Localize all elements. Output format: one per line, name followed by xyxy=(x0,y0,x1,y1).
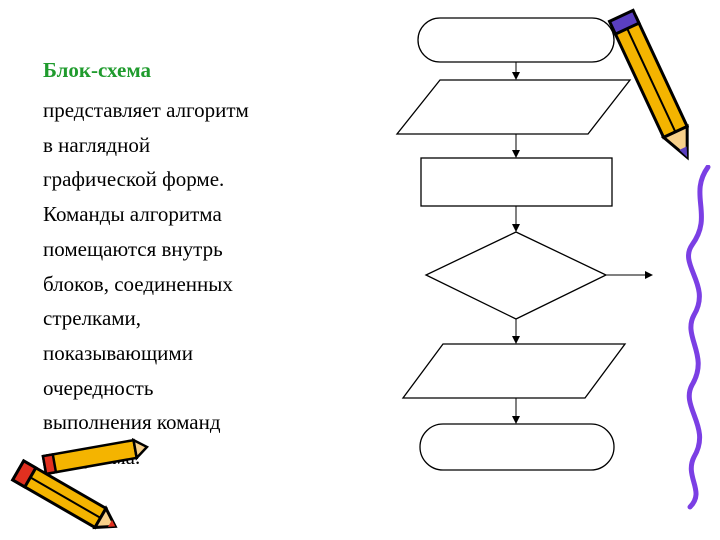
body-line: показывающими xyxy=(43,340,193,365)
body-line: представляет алгоритм xyxy=(43,98,249,122)
body-line: в наглядной xyxy=(43,132,151,157)
end-terminator-block xyxy=(419,423,615,471)
body-line: блоков, соединенных xyxy=(43,271,233,296)
body-line: Команды алгоритма xyxy=(43,202,222,227)
body-line: графической форме. xyxy=(43,167,225,192)
slide-body-text: представляет алгоритм в наглядной графич… xyxy=(43,93,343,475)
body-line: помещаются внутрь xyxy=(43,236,223,261)
body-line: выполнения команд xyxy=(43,410,221,435)
start-terminator-block xyxy=(417,17,615,63)
decision-rhombus-block xyxy=(424,231,608,320)
output-parallelogram-block xyxy=(401,343,627,399)
body-line: очередность xyxy=(43,375,154,400)
wavy-line-decoration xyxy=(686,165,711,510)
input-parallelogram-block xyxy=(395,79,632,135)
body-line: стрелками, xyxy=(43,306,142,331)
pencils-icon xyxy=(10,437,149,530)
process-rectangle-block xyxy=(420,157,613,207)
pencil-icon xyxy=(607,8,690,161)
slide-heading: Блок-схема xyxy=(43,58,151,82)
